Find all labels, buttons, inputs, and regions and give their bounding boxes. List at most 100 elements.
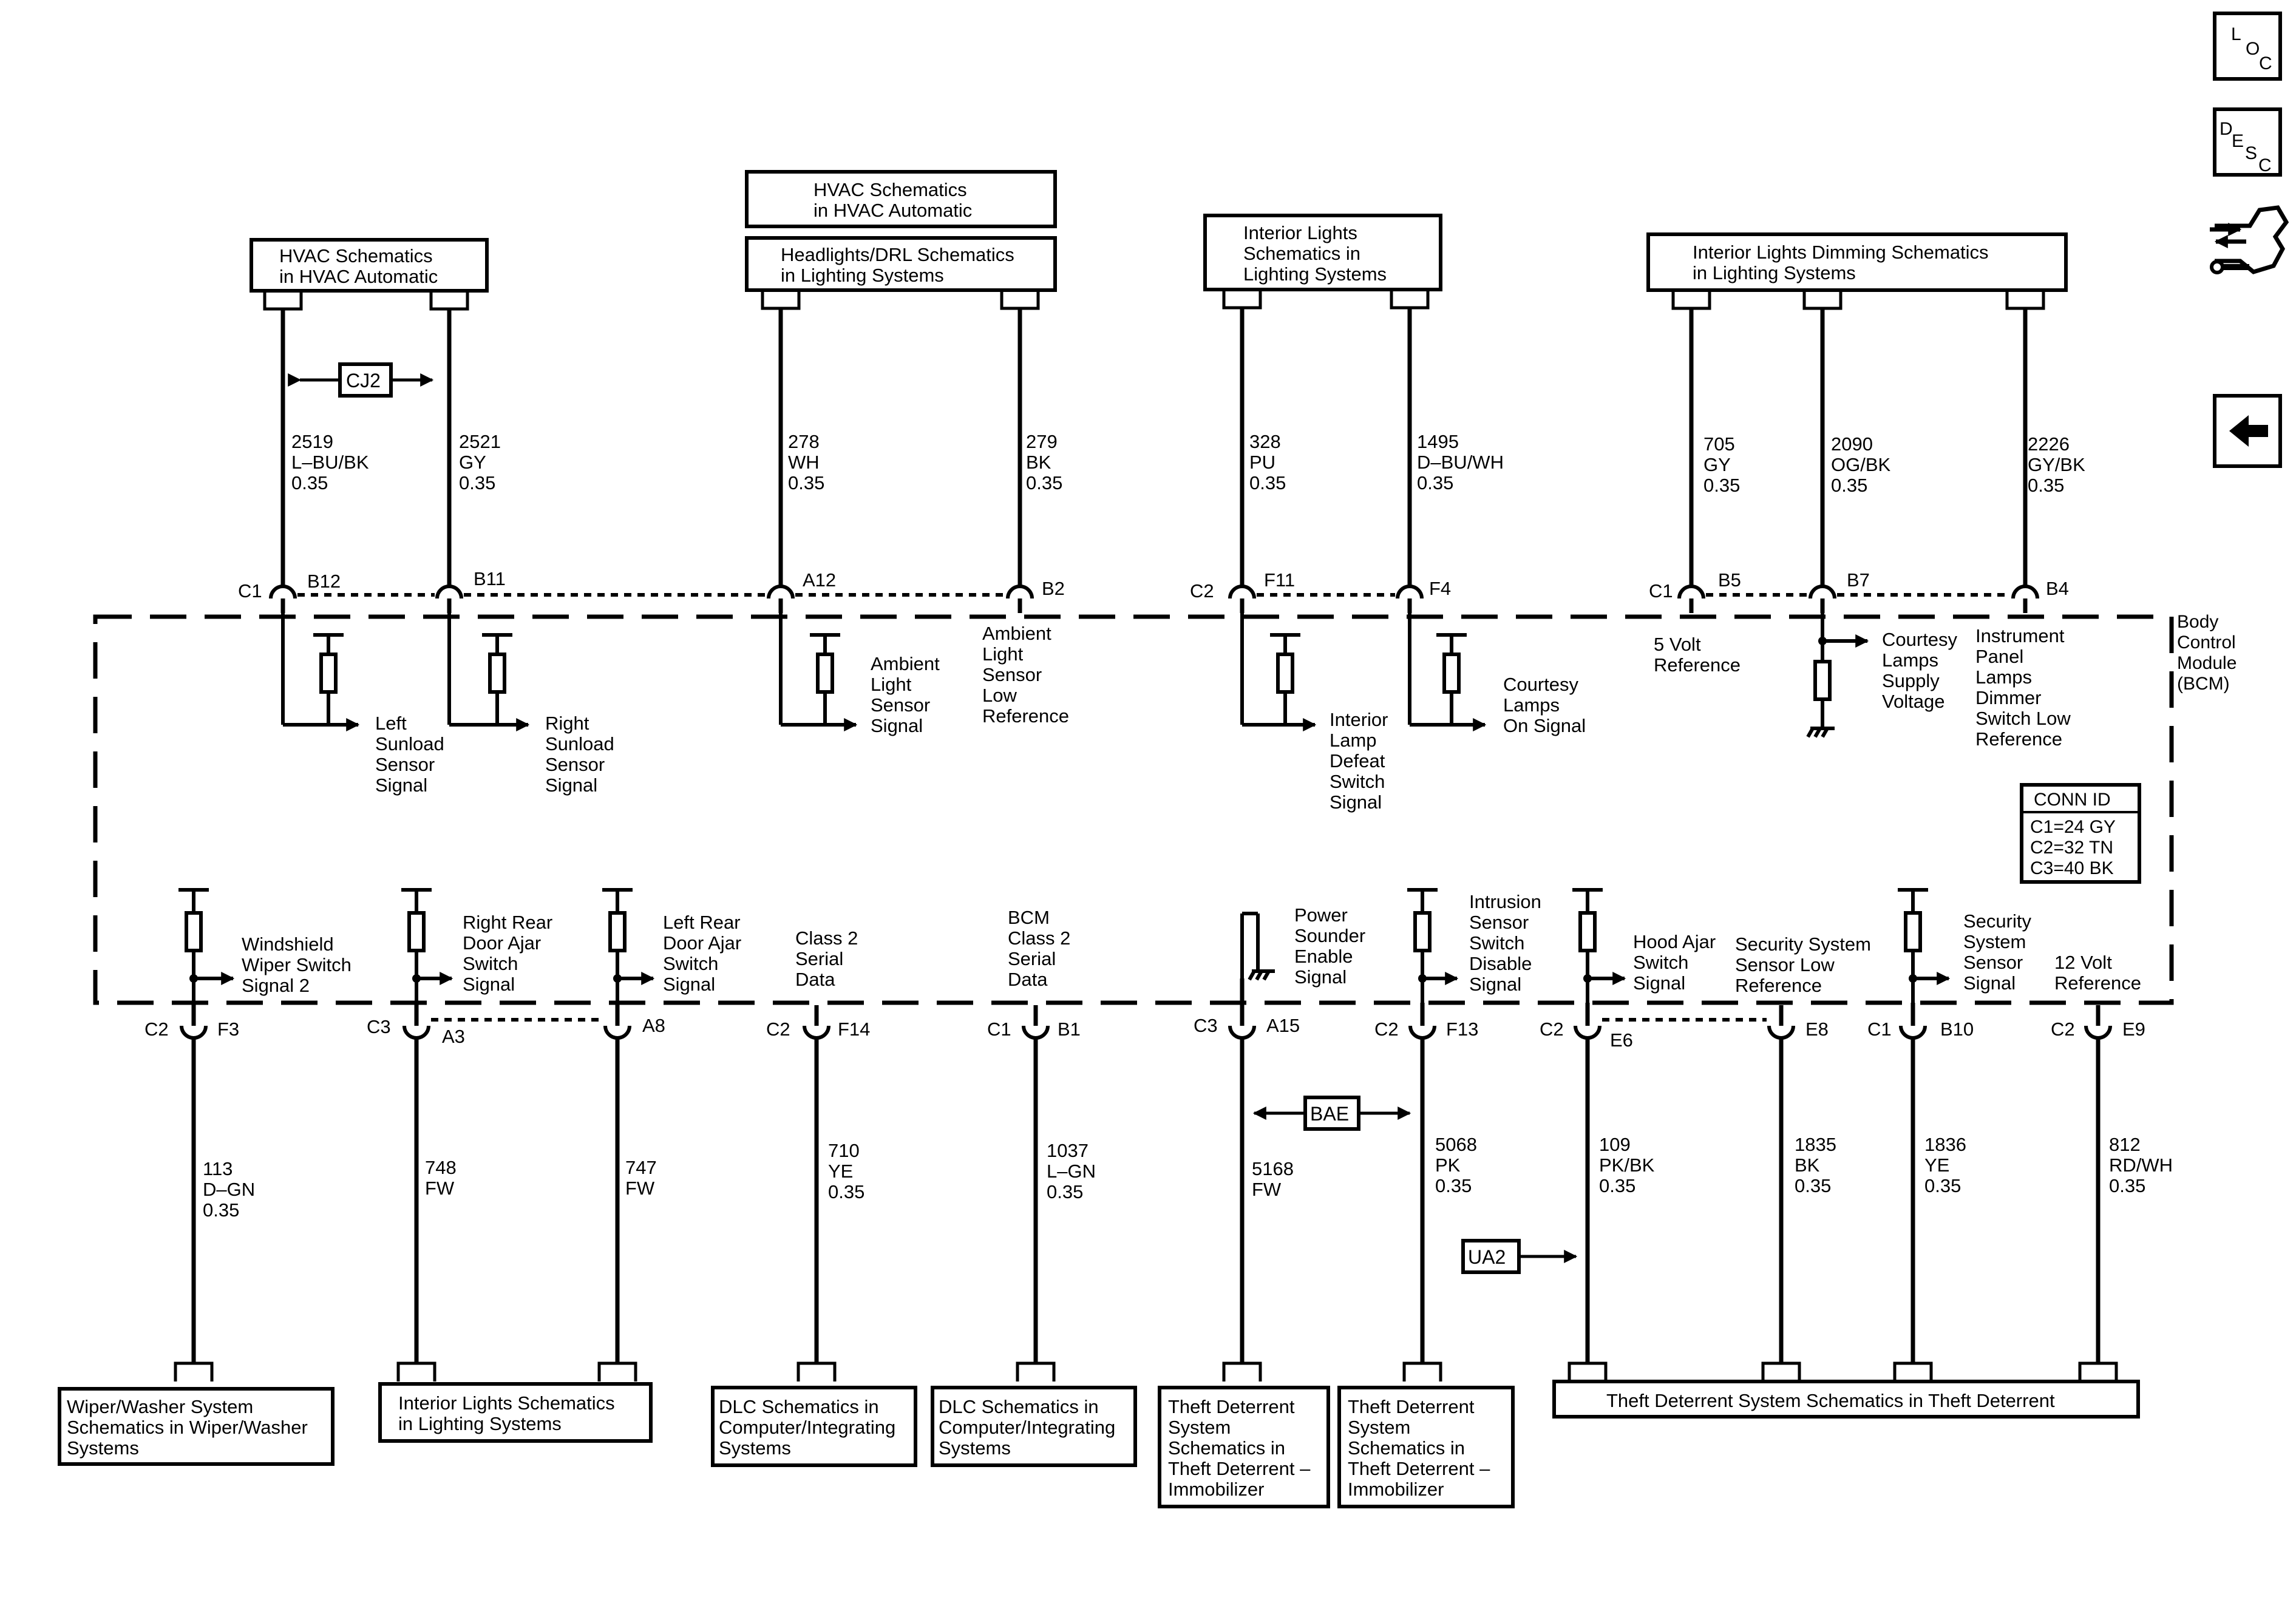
option-bae: BAE bbox=[1252, 1096, 1411, 1131]
svg-text:B11: B11 bbox=[474, 568, 506, 589]
svg-text:109: 109 bbox=[1599, 1134, 1631, 1155]
bcm-module: Body Control Module (BCM) CONN ID C1=24 … bbox=[93, 612, 2237, 1005]
ref-box-dlc-1[interactable]: DLC Schematics in Computer/Integrating S… bbox=[711, 1386, 917, 1467]
svg-text:DLC Schematics in: DLC Schematics in bbox=[939, 1396, 1099, 1417]
svg-text:Switch: Switch bbox=[1330, 771, 1385, 792]
loc-letter-c: C bbox=[2259, 53, 2272, 73]
svg-text:Reference: Reference bbox=[1735, 975, 1822, 996]
svg-text:FW: FW bbox=[625, 1178, 655, 1199]
svg-text:Disable: Disable bbox=[1469, 953, 1532, 974]
svg-text:Theft Deterrent: Theft Deterrent bbox=[1168, 1396, 1295, 1417]
svg-text:Data: Data bbox=[795, 969, 835, 990]
loc-button[interactable]: L O C bbox=[2213, 12, 2282, 81]
svg-text:1836: 1836 bbox=[1924, 1134, 1966, 1155]
svg-text:System: System bbox=[1963, 931, 2026, 952]
svg-text:Signal: Signal bbox=[545, 775, 597, 796]
svg-text:BCM: BCM bbox=[1008, 907, 1050, 928]
ref-box-theft-1[interactable]: Theft Deterrent System Schematics in The… bbox=[1158, 1386, 1330, 1508]
svg-text:Voltage: Voltage bbox=[1882, 691, 1944, 712]
svg-text:113: 113 bbox=[203, 1158, 233, 1179]
svg-text:C2: C2 bbox=[1190, 580, 1214, 602]
svg-text:Courtesy: Courtesy bbox=[1882, 629, 1958, 650]
svg-text:Interior: Interior bbox=[1330, 709, 1388, 730]
svg-text:F4: F4 bbox=[1429, 578, 1451, 599]
svg-text:5168: 5168 bbox=[1252, 1158, 1294, 1179]
svg-text:Interior Lights Schematics: Interior Lights Schematics bbox=[398, 1392, 615, 1414]
svg-text:0.35: 0.35 bbox=[2028, 475, 2064, 496]
svg-text:FW: FW bbox=[1252, 1179, 1282, 1200]
svg-text:0.35: 0.35 bbox=[1435, 1175, 1472, 1196]
svg-text:B12: B12 bbox=[307, 571, 341, 592]
back-arrow-icon bbox=[2229, 415, 2268, 447]
svg-text:C1=24 GY: C1=24 GY bbox=[2030, 817, 2116, 837]
svg-text:Class 2: Class 2 bbox=[1008, 927, 1070, 949]
svg-text:Sensor: Sensor bbox=[1469, 912, 1529, 933]
svg-text:A3: A3 bbox=[442, 1026, 465, 1047]
svg-text:Signal: Signal bbox=[1330, 792, 1382, 813]
svg-text:Lamps: Lamps bbox=[1503, 694, 1560, 716]
ref-box-interior-lights[interactable]: Interior Lights Schematics in Lighting S… bbox=[378, 1382, 653, 1443]
desc-letter-s: S bbox=[2245, 143, 2257, 163]
ref-box-theft-2[interactable]: Theft Deterrent System Schematics in The… bbox=[1337, 1386, 1515, 1508]
svg-text:A12: A12 bbox=[803, 569, 836, 591]
svg-text:B5: B5 bbox=[1718, 569, 1741, 591]
svg-text:C3=40 BK: C3=40 BK bbox=[2030, 858, 2114, 878]
svg-text:RD/WH: RD/WH bbox=[2109, 1154, 2173, 1176]
svg-text:B1: B1 bbox=[1058, 1019, 1081, 1040]
svg-text:YE: YE bbox=[1924, 1154, 1949, 1176]
ref-box-interior-lights[interactable]: Interior Lights Schematics in Lighting S… bbox=[1203, 214, 1442, 291]
svg-text:Enable: Enable bbox=[1294, 946, 1353, 967]
svg-text:0.35: 0.35 bbox=[788, 472, 824, 493]
svg-text:C1: C1 bbox=[987, 1019, 1011, 1040]
desc-button[interactable]: D E S C bbox=[2213, 107, 2282, 177]
hand-wrench-icon[interactable] bbox=[2210, 205, 2289, 274]
svg-text:E8: E8 bbox=[1805, 1019, 1829, 1040]
svg-text:GY: GY bbox=[1703, 454, 1731, 475]
svg-text:Computer/Integrating: Computer/Integrating bbox=[939, 1417, 1115, 1438]
top-connectors bbox=[269, 585, 2039, 599]
svg-text:PK: PK bbox=[1435, 1154, 1461, 1176]
svg-text:12 Volt: 12 Volt bbox=[2054, 952, 2112, 973]
svg-text:Switch: Switch bbox=[1633, 952, 1688, 973]
ref-box-dimming[interactable]: Interior Lights Dimming Schematics in Li… bbox=[1646, 232, 2068, 292]
svg-text:0.35: 0.35 bbox=[1599, 1175, 1635, 1196]
svg-text:HVAC Schematics: HVAC Schematics bbox=[279, 245, 433, 266]
svg-text:Switch: Switch bbox=[663, 953, 718, 974]
svg-text:Wiper/Washer System: Wiper/Washer System bbox=[67, 1396, 253, 1417]
svg-text:Systems: Systems bbox=[939, 1437, 1011, 1459]
svg-text:Sensor Low: Sensor Low bbox=[1735, 954, 1835, 975]
ref-box-dlc-2[interactable]: DLC Schematics in Computer/Integrating S… bbox=[931, 1386, 1137, 1467]
svg-text:A8: A8 bbox=[642, 1015, 665, 1036]
ref-box-headlights[interactable]: Headlights/DRL Schematics in Lighting Sy… bbox=[745, 236, 1057, 292]
svg-text:Sensor: Sensor bbox=[545, 754, 605, 775]
svg-text:C1: C1 bbox=[1867, 1019, 1892, 1040]
desc-letter-d: D bbox=[2220, 119, 2233, 139]
desc-letter-c: C bbox=[2258, 155, 2272, 175]
ref-box-hvac-top[interactable]: HVAC Schematics in HVAC Automatic bbox=[745, 170, 1057, 228]
ref-box-wiper[interactable]: Wiper/Washer System Schematics in Wiper/… bbox=[58, 1387, 335, 1466]
svg-text:5068: 5068 bbox=[1435, 1134, 1477, 1155]
svg-text:System: System bbox=[1348, 1417, 1410, 1438]
svg-text:1835: 1835 bbox=[1795, 1134, 1836, 1155]
ref-box-hvac-left[interactable]: HVAC Schematics in HVAC Automatic bbox=[250, 238, 489, 293]
svg-text:0.35: 0.35 bbox=[203, 1199, 239, 1221]
svg-text:Schematics in: Schematics in bbox=[1243, 243, 1360, 264]
svg-text:748: 748 bbox=[425, 1157, 457, 1178]
svg-text:279: 279 bbox=[1026, 431, 1058, 452]
svg-text:CONN ID: CONN ID bbox=[2034, 790, 2111, 810]
back-arrow-button[interactable] bbox=[2213, 394, 2282, 468]
svg-text:Control: Control bbox=[2177, 632, 2236, 653]
ref-box-theft-system[interactable]: Theft Deterrent System Schematics in The… bbox=[1552, 1380, 2140, 1419]
loc-letter-o: O bbox=[2246, 39, 2260, 59]
svg-text:Sensor: Sensor bbox=[982, 664, 1042, 685]
option-ua2-label: UA2 bbox=[1468, 1246, 1506, 1268]
svg-text:C3: C3 bbox=[1194, 1015, 1218, 1036]
svg-text:Sensor: Sensor bbox=[871, 694, 930, 716]
svg-text:E6: E6 bbox=[1610, 1029, 1633, 1051]
svg-text:Signal 2: Signal 2 bbox=[242, 975, 310, 996]
svg-text:Right Rear: Right Rear bbox=[463, 912, 552, 933]
svg-text:0.35: 0.35 bbox=[828, 1181, 864, 1202]
svg-text:C2: C2 bbox=[1540, 1019, 1564, 1040]
